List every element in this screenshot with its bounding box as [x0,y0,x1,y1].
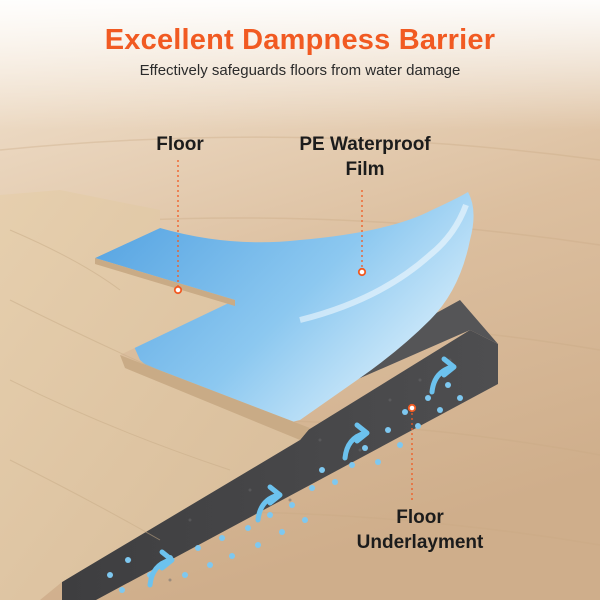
callout-floor [173,160,183,295]
underlayment-label-line2: Underlayment [356,532,484,553]
floor-board-joint [95,258,235,306]
callout-underlayment [407,403,417,500]
pe-film-label-line1: PE Waterproof [299,134,431,155]
floor-board [0,190,310,600]
pe-film-label-line2: Film [345,159,385,180]
floor-label-text: Floor [156,134,204,155]
page-subtitle: Effectively safeguards floors from water… [139,62,461,79]
floor-board-edge [120,355,310,440]
underlayment-label-line1: Floor [396,507,444,528]
underlayment-label: Floor Underlayment [345,505,495,555]
film-highlight [299,203,469,323]
floor-wood-grain [9,229,231,541]
floor-label: Floor [130,132,230,157]
page-title: Excellent Dampness Barrier [104,24,496,56]
callout-pe-film [357,190,367,277]
pe-film-label: PE Waterproof Film [280,132,450,182]
header-fade [0,0,600,130]
curved-arrow-up-icon [147,356,457,588]
pe-waterproof-film [95,192,474,424]
underlayment-front [62,330,498,600]
